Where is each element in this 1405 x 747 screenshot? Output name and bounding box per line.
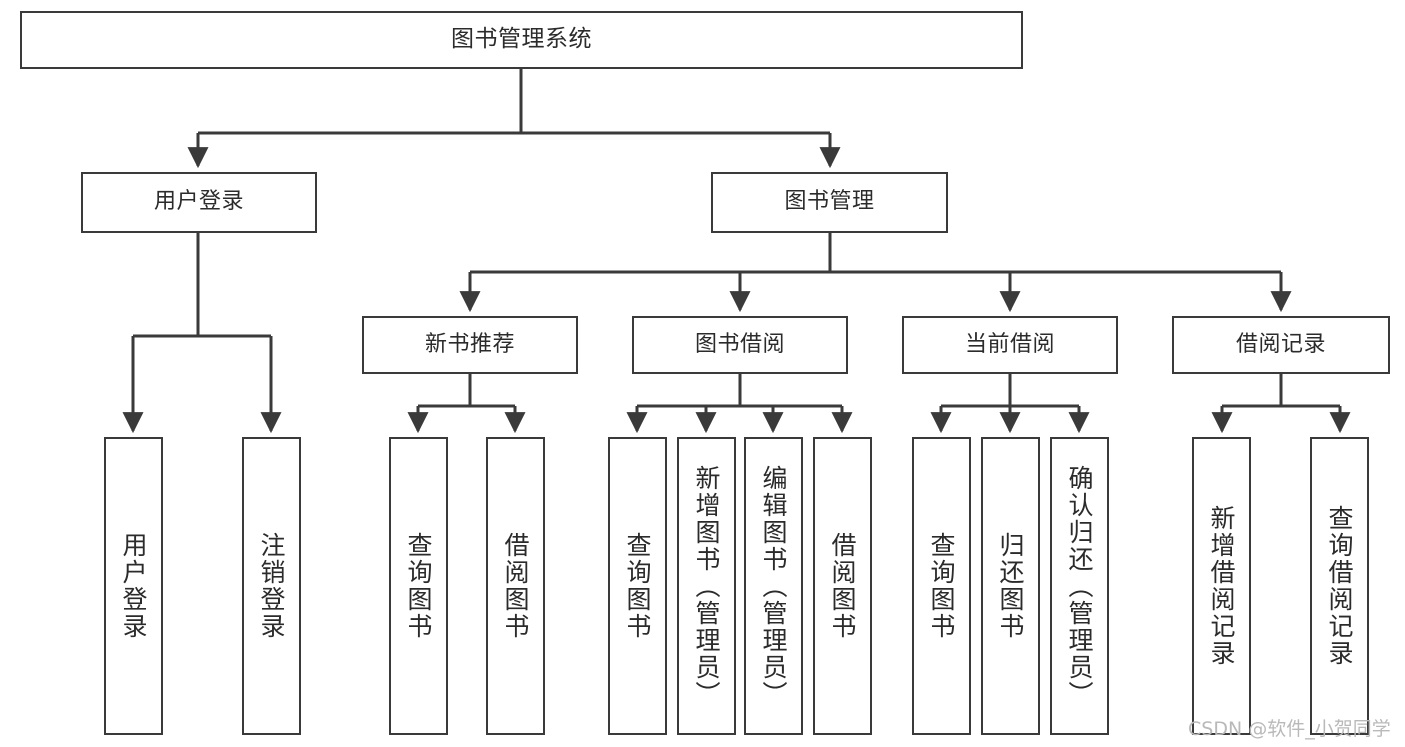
node-leaf-query-book-2-label: 查询图书 [623, 532, 652, 640]
node-user-login-label: 用户登录 [153, 189, 244, 215]
node-leaf-add-record[interactable]: 新增借阅记录 [1192, 437, 1251, 735]
node-borrow-record[interactable]: 借阅记录 [1172, 316, 1390, 374]
node-book-manage[interactable]: 图书管理 [711, 172, 948, 233]
csdn-watermark: CSDN @软件_小贺同学 [1188, 718, 1391, 740]
node-leaf-query-book-2[interactable]: 查询图书 [608, 437, 667, 735]
node-leaf-borrow-book-2[interactable]: 借阅图书 [813, 437, 872, 735]
node-leaf-edit-book-label: 编辑图书（管理员） [759, 464, 788, 708]
node-leaf-edit-book[interactable]: 编辑图书（管理员） [744, 437, 803, 735]
node-leaf-query-book-3-label: 查询图书 [927, 532, 956, 640]
node-leaf-user-login-label: 用户登录 [119, 532, 148, 640]
node-leaf-logout-login[interactable]: 注销登录 [242, 437, 301, 735]
node-leaf-add-book[interactable]: 新增图书（管理员） [677, 437, 736, 735]
node-root-label: 图书管理系统 [451, 26, 592, 53]
node-current-borrow[interactable]: 当前借阅 [902, 316, 1118, 374]
node-leaf-return-book-label: 归还图书 [996, 532, 1025, 640]
node-user-login[interactable]: 用户登录 [81, 172, 317, 233]
node-leaf-query-record[interactable]: 查询借阅记录 [1310, 437, 1369, 735]
node-leaf-query-record-label: 查询借阅记录 [1325, 505, 1354, 667]
node-leaf-add-book-label: 新增图书（管理员） [692, 464, 721, 708]
node-leaf-add-record-label: 新增借阅记录 [1207, 505, 1236, 667]
node-leaf-return-book[interactable]: 归还图书 [981, 437, 1040, 735]
node-leaf-borrow-book-1-label: 借阅图书 [501, 532, 530, 640]
node-new-book-recommend[interactable]: 新书推荐 [362, 316, 578, 374]
node-root[interactable]: 图书管理系统 [20, 11, 1023, 69]
node-book-borrow[interactable]: 图书借阅 [632, 316, 848, 374]
node-current-borrow-label: 当前借阅 [964, 331, 1055, 357]
node-leaf-query-book-3[interactable]: 查询图书 [912, 437, 971, 735]
node-borrow-record-label: 借阅记录 [1235, 331, 1326, 357]
node-leaf-borrow-book-2-label: 借阅图书 [828, 532, 857, 640]
node-leaf-query-book-1-label: 查询图书 [404, 532, 433, 640]
node-book-manage-label: 图书管理 [784, 189, 875, 215]
node-book-borrow-label: 图书借阅 [694, 331, 785, 357]
node-leaf-logout-login-label: 注销登录 [257, 532, 286, 640]
node-leaf-borrow-book-1[interactable]: 借阅图书 [486, 437, 545, 735]
node-leaf-query-book-1[interactable]: 查询图书 [389, 437, 448, 735]
node-leaf-confirm-return[interactable]: 确认归还（管理员） [1050, 437, 1109, 735]
node-leaf-user-login[interactable]: 用户登录 [104, 437, 163, 735]
node-leaf-confirm-return-label: 确认归还（管理员） [1065, 464, 1094, 708]
node-new-book-recommend-label: 新书推荐 [424, 331, 515, 357]
